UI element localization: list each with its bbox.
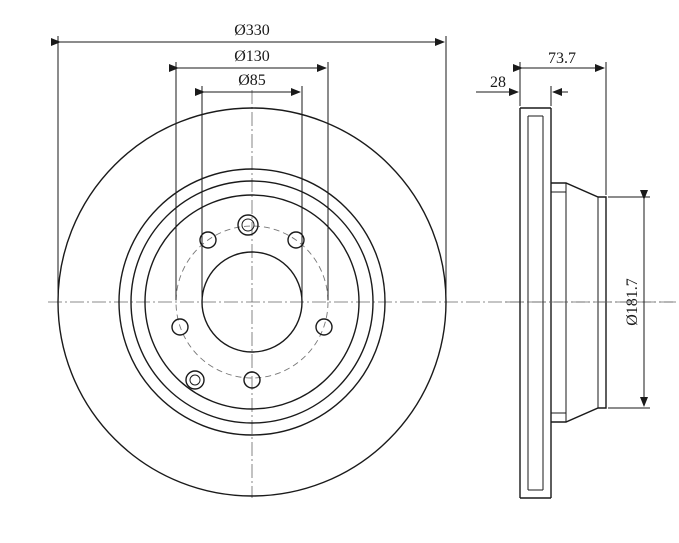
hat-diameter-label: Ø181.7 bbox=[624, 278, 641, 326]
bolt-circle-label: Ø130 bbox=[234, 48, 270, 65]
hat-profile bbox=[551, 182, 607, 423]
bolt-hole bbox=[287, 231, 305, 249]
bolt-circle bbox=[175, 225, 329, 379]
inner-friction-edge bbox=[118, 168, 386, 436]
bolt-hole bbox=[199, 231, 217, 249]
locating-hole-outer bbox=[237, 214, 259, 236]
bolt-hole bbox=[171, 318, 189, 336]
locating-hole-inner bbox=[241, 218, 255, 232]
bolt-hole bbox=[243, 371, 261, 389]
outer-disc-edge bbox=[57, 107, 447, 497]
side-view: 73.7 28 Ø181.7 bbox=[476, 50, 676, 499]
center-bore-label: Ø85 bbox=[238, 72, 266, 89]
front-view: Ø330 Ø130 Ø85 bbox=[48, 22, 676, 498]
hat-inner-ring bbox=[144, 194, 360, 410]
locating-hole-outer bbox=[185, 370, 205, 390]
hat-outer-ring bbox=[130, 180, 374, 424]
thickness-label: 28 bbox=[490, 74, 506, 91]
center-bore bbox=[201, 251, 303, 353]
locating-hole-inner bbox=[189, 374, 201, 386]
overall-height-label: 73.7 bbox=[548, 50, 576, 67]
outer-diameter-label: Ø330 bbox=[234, 22, 270, 39]
bolt-hole bbox=[315, 318, 333, 336]
